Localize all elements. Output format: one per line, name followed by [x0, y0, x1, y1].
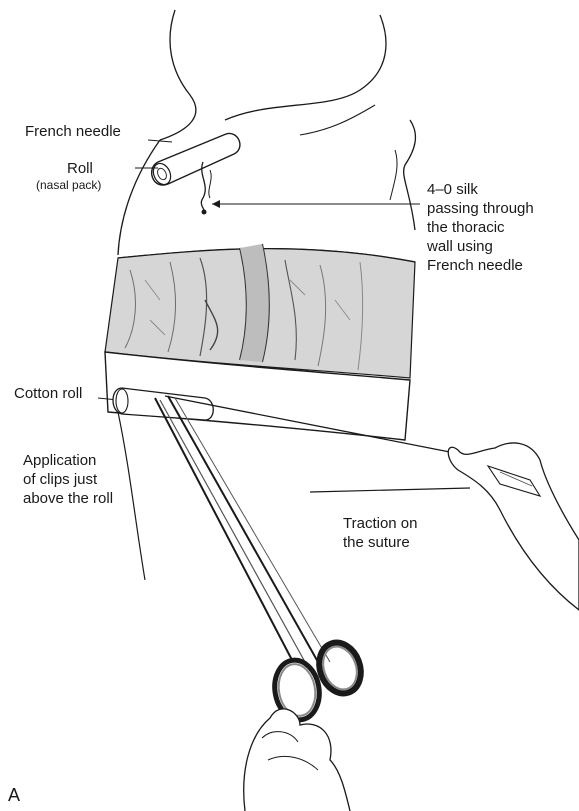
label-silk-5: French needle — [427, 256, 523, 275]
label-silk-1: 4–0 silk — [427, 180, 478, 199]
suture-line-lower — [310, 488, 470, 492]
panel-label: A — [8, 786, 20, 805]
label-french-needle: French needle — [25, 122, 121, 141]
neck-outline — [160, 10, 196, 140]
right-hand — [448, 443, 579, 610]
label-roll: Roll — [67, 159, 93, 178]
label-nasal-pack: (nasal pack) — [36, 178, 101, 193]
back-outline — [300, 105, 375, 135]
silk-suture-stitch — [201, 162, 211, 215]
label-clips-1: Application — [23, 451, 96, 470]
axilla-fold — [390, 150, 397, 200]
shoulder-outline — [225, 15, 386, 120]
chest-outline — [118, 140, 160, 255]
lower-body-left — [118, 412, 145, 580]
label-traction-1: Traction on — [343, 514, 417, 533]
label-cotton-roll: Cotton roll — [14, 384, 82, 403]
clamp-instrument — [155, 396, 368, 723]
label-clips-3: above the roll — [23, 489, 113, 508]
label-silk-4: wall using — [427, 237, 493, 256]
lower-hand — [244, 709, 350, 811]
axilla-outline — [404, 120, 416, 230]
label-traction-2: the suture — [343, 533, 410, 552]
label-clips-2: of clips just — [23, 470, 97, 489]
label-silk-2: passing through — [427, 199, 534, 218]
silk-pointer-head — [212, 200, 220, 208]
label-silk-3: the thoracic — [427, 218, 505, 237]
